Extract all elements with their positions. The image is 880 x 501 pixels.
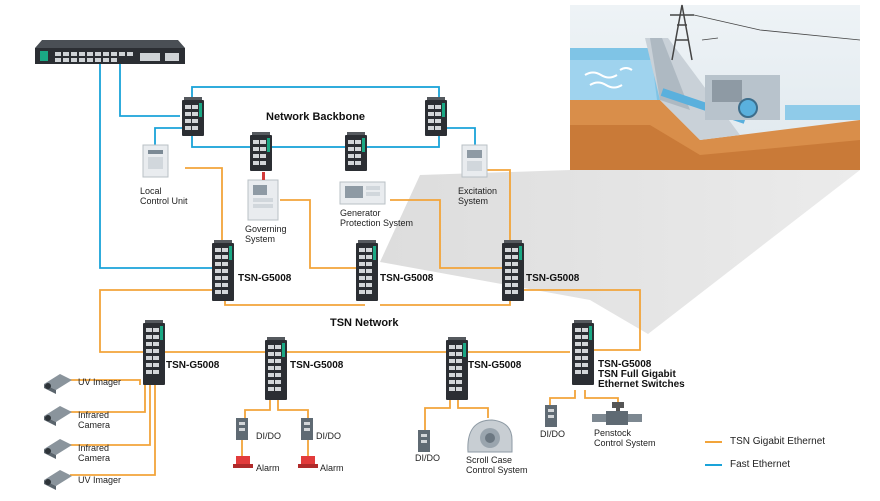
alarm-label: Alarm — [256, 463, 280, 473]
legend-fast-label: Fast Ethernet — [730, 459, 791, 470]
dido-label: DI/DO — [415, 453, 441, 463]
alarm-light-icon — [233, 456, 253, 468]
tsn-g5008-switch-icon — [446, 337, 468, 400]
tsn-switch-label: TSN-G5008 — [380, 273, 434, 284]
governing-system-icon — [247, 172, 279, 221]
infrared-camera-label: Infrared Camera — [78, 443, 111, 463]
alarm-light-icon — [298, 456, 318, 468]
generator-protection-label: Generator Protection System — [340, 208, 414, 228]
tsn-switch-label: TSN-G5008 — [598, 359, 652, 370]
scroll-case-label: Scroll Case Control System — [466, 455, 528, 475]
tsn-switch-label: TSN-G5008 — [526, 273, 580, 284]
io-module-icon — [545, 405, 557, 427]
tsn-switch-label: TSN-G5008 — [166, 360, 220, 371]
uv-imager-label: UV Imager — [78, 475, 122, 485]
local-control-unit-label: Local Control Unit — [140, 186, 188, 206]
tsn-g5008-switch-icon — [572, 320, 594, 385]
tsn-switch-label: TSN-G5008 — [290, 360, 344, 371]
backbone-switch-icon — [250, 132, 272, 171]
tsn-switch-label: TSN-G5008 — [238, 273, 292, 284]
camera-icon — [44, 374, 72, 394]
penstock-label: Penstock Control System — [594, 428, 656, 448]
tsn-switch-label: TSN-G5008 — [468, 360, 522, 371]
tsn-switch-caption: TSN Full Gigabit Ethernet Switches — [598, 369, 685, 390]
camera-icon — [44, 439, 72, 459]
io-module-icon — [301, 418, 313, 440]
io-module-icon — [236, 418, 248, 440]
excitation-system-label: Excitation System — [458, 186, 498, 206]
scroll-case-icon — [467, 419, 513, 453]
tsn-g5008-switch-icon — [502, 240, 524, 301]
camera-icon — [44, 406, 72, 426]
projection-beam — [380, 170, 860, 334]
backbone-switch-icon — [345, 132, 367, 171]
backbone-switch-icon — [182, 97, 204, 136]
gigabit-links — [70, 167, 641, 476]
io-module-icon — [418, 430, 430, 452]
uv-imager-label: UV Imager — [78, 377, 122, 387]
rackmount-switch-icon — [35, 40, 185, 64]
tsn-g5008-switch-icon — [212, 240, 234, 301]
penstock-valve-icon — [592, 402, 642, 425]
network-backbone-label: Network Backbone — [266, 111, 366, 123]
governing-system-label: Governing System — [245, 224, 287, 244]
local-control-unit-icon — [142, 144, 169, 178]
tsn-network-label: TSN Network — [330, 317, 399, 329]
hydro-dam-icon — [570, 4, 861, 170]
legend-gigabit-label: TSN Gigabit Ethernet — [730, 436, 826, 447]
camera-icon — [44, 470, 72, 490]
generator-protection-icon — [339, 181, 386, 205]
dido-label: DI/DO — [540, 429, 566, 439]
tsn-g5008-switch-icon — [265, 337, 287, 400]
dido-label: DI/DO — [256, 431, 282, 441]
tsn-g5008-switch-icon — [143, 320, 165, 385]
infrared-camera-label: Infrared Camera — [78, 410, 111, 430]
excitation-system-icon — [461, 144, 488, 178]
alarm-label: Alarm — [320, 463, 344, 473]
dido-label: DI/DO — [316, 431, 342, 441]
backbone-switch-icon — [425, 97, 447, 136]
tsn-g5008-switch-icon — [356, 240, 378, 301]
